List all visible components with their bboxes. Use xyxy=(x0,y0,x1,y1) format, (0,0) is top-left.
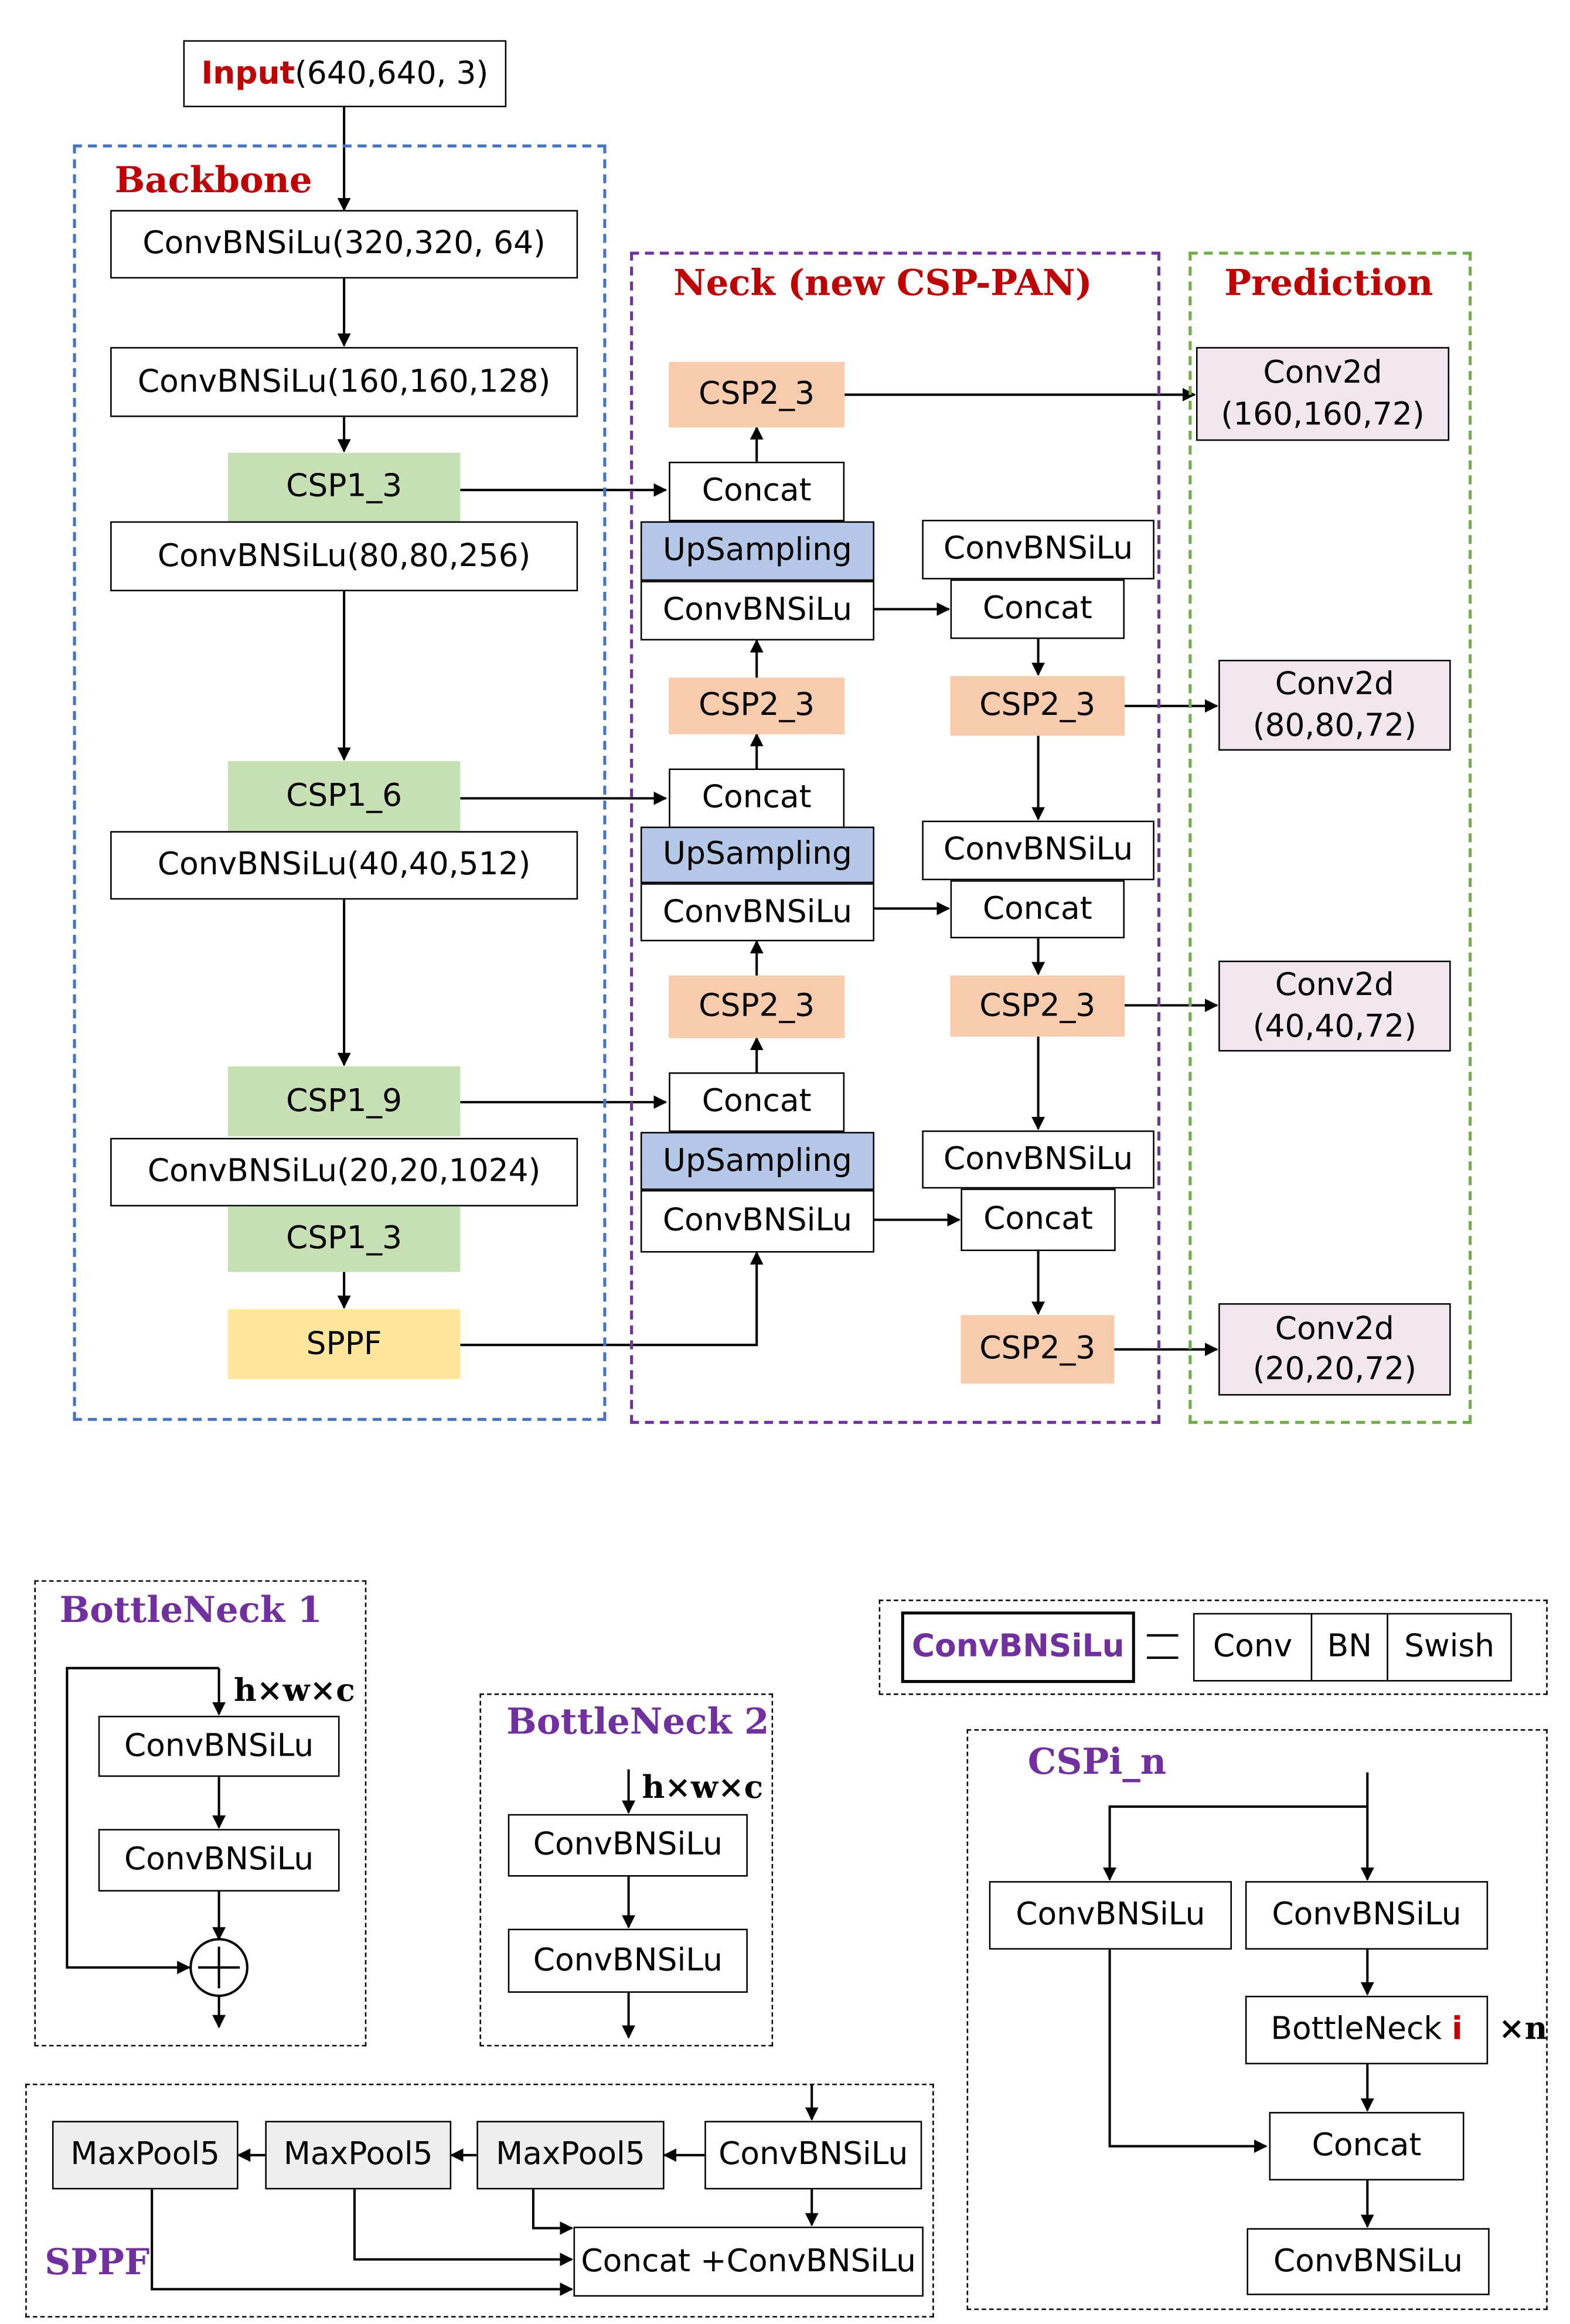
neck-group xyxy=(630,251,1160,1424)
neck-title: Neck (new CSP-PAN) xyxy=(673,260,1092,304)
cspi-n-title: CSPi_n xyxy=(1027,1739,1167,1783)
cspi-conv-left: ConvBNSiLu xyxy=(989,1881,1232,1950)
neck-right-csp2-3-2: CSP2_3 xyxy=(950,975,1125,1037)
main-arrows xyxy=(337,107,1218,1357)
backbone-conv-160: ConvBNSiLu(160,160,128) xyxy=(110,347,578,417)
bottleneck1-conv-2: ConvBNSiLu xyxy=(98,1829,340,1892)
input-label: Input xyxy=(201,54,295,91)
bottleneck1-conv-1: ConvBNSiLu xyxy=(98,1716,340,1777)
sppf-concat-conv: Concat +ConvBNSiLu xyxy=(573,2226,924,2297)
prediction-head-20-name: Conv2d xyxy=(1275,1310,1394,1346)
bottleneck2-conv-2: ConvBNSiLu xyxy=(508,1928,748,1993)
convbnsilu-legend xyxy=(878,1599,1548,1695)
backbone-csp1-6: CSP1_6 xyxy=(227,761,461,832)
input-node: Input(640,640, 3) xyxy=(183,40,507,108)
cspi-bottleneck: BottleNeck i xyxy=(1245,1995,1489,2064)
backbone-sppf: SPPF xyxy=(227,1309,461,1379)
bottleneck1-title: BottleNeck 1 xyxy=(59,1587,322,1631)
prediction-head-80-dims: (80,80,72) xyxy=(1252,707,1417,743)
bottleneck1-legend xyxy=(34,1580,367,2047)
sppf-maxpool-3: MaxPool5 xyxy=(476,2121,665,2190)
bottleneck2-legend xyxy=(479,1693,774,2047)
neck-right-concat-2: Concat xyxy=(950,880,1125,939)
prediction-head-20-dims: (20,20,72) xyxy=(1252,1351,1417,1387)
sppf-maxpool-2: MaxPool5 xyxy=(265,2121,452,2190)
backbone-csp1-3-top: CSP1_3 xyxy=(227,452,461,522)
backbone-conv-320: ConvBNSiLu(320,320, 64) xyxy=(110,210,578,279)
prediction-head-160-name: Conv2d xyxy=(1263,355,1382,391)
neck-csp2-3-left-3: CSP2_3 xyxy=(669,975,845,1038)
sppf-conv: ConvBNSiLu xyxy=(704,2121,922,2190)
cspi-bottleneck-index: i xyxy=(1452,2011,1463,2047)
backbone-group xyxy=(73,144,607,1421)
prediction-group xyxy=(1188,251,1472,1424)
neck-conv-1: ConvBNSiLu xyxy=(640,581,874,640)
legend-arrows xyxy=(66,1634,1374,2296)
neck-right-concat-1: Concat xyxy=(950,579,1125,639)
swish-part: Swish xyxy=(1387,1613,1512,1682)
neck-concat-1: Concat xyxy=(669,461,845,522)
prediction-head-80-name: Conv2d xyxy=(1275,666,1394,702)
neck-upsampling-1: UpSampling xyxy=(640,521,874,581)
bottleneck2-conv-1: ConvBNSiLu xyxy=(508,1814,748,1877)
neck-csp2-3-top: CSP2_3 xyxy=(669,362,845,428)
repeat-n-label: ×n xyxy=(1498,2009,1548,2047)
prediction-head-80: Conv2d (80,80,72) xyxy=(1218,659,1451,751)
neck-csp2-3-left-2: CSP2_3 xyxy=(669,677,845,735)
neck-upsampling-2: UpSampling xyxy=(640,826,874,884)
neck-conv-2: ConvBNSiLu xyxy=(640,883,874,942)
bottleneck2-title: BottleNeck 2 xyxy=(506,1699,769,1743)
backbone-csp1-9: CSP1_9 xyxy=(227,1066,461,1137)
neck-right-csp2-3-1: CSP2_3 xyxy=(950,676,1125,736)
input-dims: (640,640, 3) xyxy=(295,54,489,91)
backbone-csp1-3-bottom: CSP1_3 xyxy=(227,1206,461,1272)
prediction-title: Prediction xyxy=(1224,260,1433,304)
cspi-conv-out: ConvBNSiLu xyxy=(1247,2228,1490,2295)
conv-part: Conv xyxy=(1193,1613,1313,1682)
neck-upsampling-3: UpSampling xyxy=(640,1132,874,1190)
cspi-n-legend xyxy=(966,1729,1548,2311)
convbnsilu-definition-label: ConvBNSiLu xyxy=(911,1628,1125,1664)
prediction-head-20: Conv2d (20,20,72) xyxy=(1218,1303,1451,1396)
neck-concat-2: Concat xyxy=(669,768,845,829)
neck-right-conv-1: ConvBNSiLu xyxy=(922,520,1154,580)
neck-right-concat-3: Concat xyxy=(961,1188,1116,1252)
backbone-conv-20: ConvBNSiLu(20,20,1024) xyxy=(110,1137,578,1207)
bn-part: BN xyxy=(1310,1613,1388,1682)
cspi-conv-right: ConvBNSiLu xyxy=(1245,1881,1489,1950)
backbone-title: Backbone xyxy=(114,158,312,202)
convbnsilu-definition: ConvBNSiLu xyxy=(901,1611,1135,1684)
sppf-maxpool-1: MaxPool5 xyxy=(52,2121,239,2190)
cspi-concat: Concat xyxy=(1269,2112,1465,2181)
bottleneck2-dims: h×w×c xyxy=(642,1767,764,1805)
prediction-head-160: Conv2d (160,160,72) xyxy=(1196,347,1450,441)
neck-right-conv-2: ConvBNSiLu xyxy=(922,820,1154,881)
bottleneck1-dims: h×w×c xyxy=(234,1671,355,1709)
neck-right-csp2-3-3: CSP2_3 xyxy=(961,1315,1115,1384)
sppf-title: SPPF xyxy=(45,2240,150,2284)
prediction-head-40-name: Conv2d xyxy=(1275,967,1394,1003)
cspi-bottleneck-prefix: BottleNeck xyxy=(1271,2011,1452,2047)
sppf-legend xyxy=(25,2083,934,2318)
backbone-conv-40: ConvBNSiLu(40,40,512) xyxy=(110,831,578,900)
prediction-head-160-dims: (160,160,72) xyxy=(1221,395,1425,431)
prediction-head-40: Conv2d (40,40,72) xyxy=(1218,960,1451,1052)
neck-conv-3: ConvBNSiLu xyxy=(640,1190,874,1253)
neck-concat-3: Concat xyxy=(669,1072,845,1132)
backbone-conv-80: ConvBNSiLu(80,80,256) xyxy=(110,521,578,592)
neck-right-conv-3: ConvBNSiLu xyxy=(922,1130,1154,1189)
prediction-head-40-dims: (40,40,72) xyxy=(1252,1007,1417,1044)
